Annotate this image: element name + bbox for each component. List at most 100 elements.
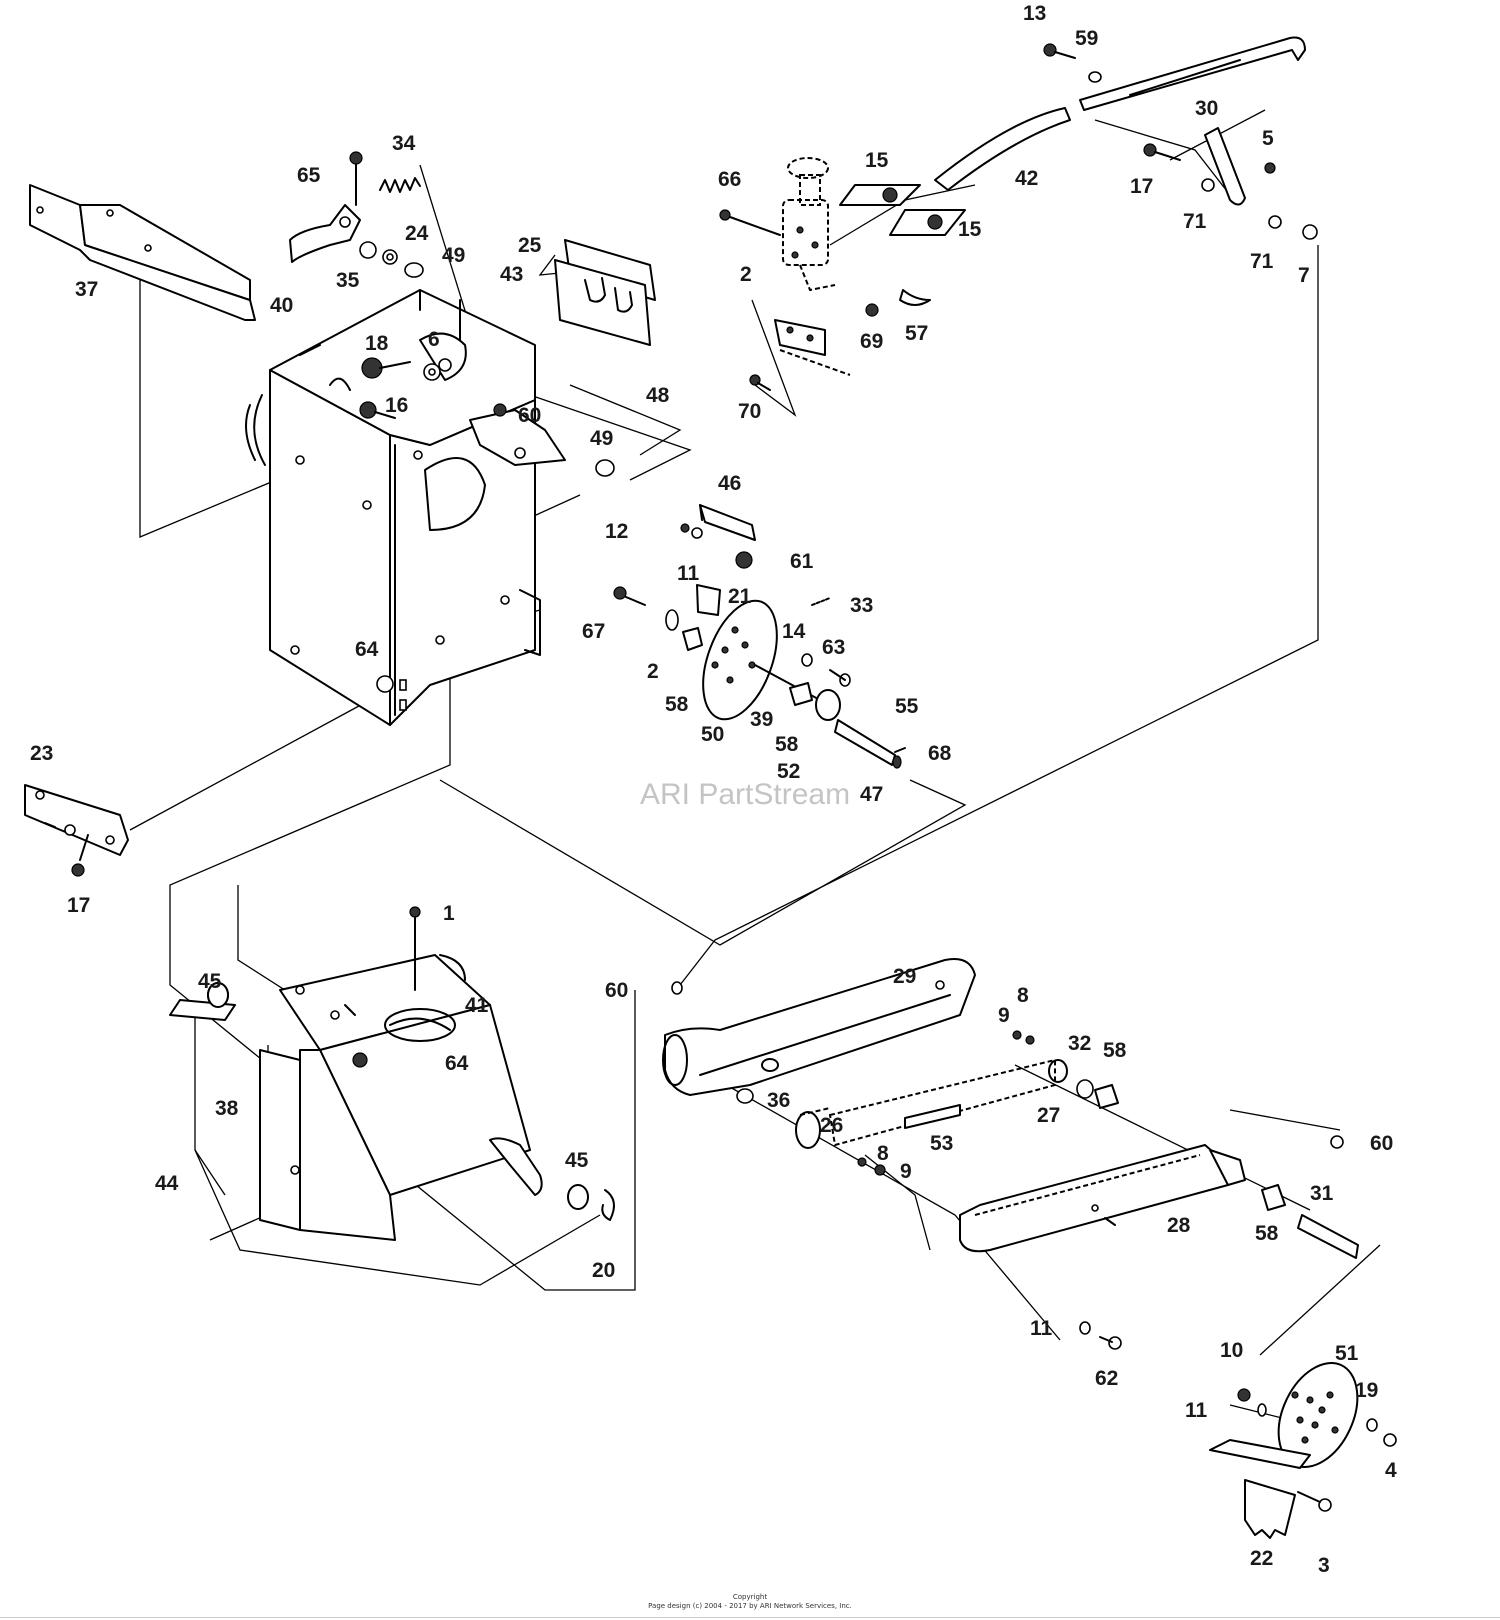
callout: 65 bbox=[297, 164, 321, 187]
washer-71-a bbox=[1201, 178, 1215, 192]
knob-61 bbox=[735, 551, 753, 569]
callout: 3 bbox=[1318, 1554, 1330, 1577]
spacer-58-b bbox=[789, 682, 813, 706]
callout: 20 bbox=[592, 1259, 615, 1282]
callout: 9 bbox=[998, 1004, 1010, 1027]
washer-12-11 bbox=[680, 523, 703, 539]
pin-33 bbox=[811, 597, 831, 606]
link-30 bbox=[1204, 127, 1246, 206]
nut-60-right bbox=[1330, 1135, 1344, 1149]
callout: 44 bbox=[155, 1172, 179, 1195]
callout: 60 bbox=[518, 404, 541, 427]
bolt-62 bbox=[1099, 1336, 1122, 1350]
sprocket-27 bbox=[1048, 1059, 1068, 1083]
callout: 70 bbox=[738, 400, 761, 423]
callout: 28 bbox=[1167, 1214, 1191, 1237]
callout: 58 bbox=[1103, 1039, 1127, 1062]
blade-22 bbox=[1209, 1439, 1311, 1539]
guide-lines bbox=[129, 109, 1381, 1456]
callout: 27 bbox=[1037, 1104, 1060, 1127]
callout: 64 bbox=[445, 1052, 469, 1075]
bolt-17-top bbox=[1143, 143, 1181, 161]
nut-10 bbox=[1237, 1388, 1251, 1402]
bushing-15-b bbox=[889, 209, 966, 236]
washer-19 bbox=[1366, 1418, 1378, 1432]
callout: 30 bbox=[1195, 97, 1218, 120]
callout: 71 bbox=[1183, 210, 1207, 233]
callout: 68 bbox=[928, 742, 952, 765]
bolt-67 bbox=[613, 586, 646, 606]
lever-40 bbox=[289, 204, 361, 263]
callout: 12 bbox=[605, 520, 628, 543]
copyright-label: Copyright bbox=[732, 1593, 768, 1601]
callout: 67 bbox=[582, 620, 605, 643]
plate-43 bbox=[554, 259, 651, 346]
shaft-31 bbox=[1297, 1214, 1359, 1259]
callout: 11 bbox=[1185, 1399, 1208, 1422]
callout: 24 bbox=[405, 222, 429, 245]
callout: 45 bbox=[565, 1149, 589, 1172]
chute-41 bbox=[279, 954, 531, 1241]
callout: 35 bbox=[336, 269, 360, 292]
callout: 2 bbox=[740, 263, 752, 286]
washer-8-9-low bbox=[857, 1157, 886, 1176]
callout: 15 bbox=[865, 149, 889, 172]
spacer-58-c bbox=[1094, 1084, 1119, 1109]
callout: 10 bbox=[1220, 1339, 1243, 1362]
callout: 36 bbox=[767, 1089, 790, 1112]
chaincase-29 bbox=[662, 958, 976, 1096]
nut-60-left bbox=[671, 981, 683, 995]
callout: 43 bbox=[500, 263, 523, 286]
callout: 42 bbox=[1015, 167, 1038, 190]
callout: 2 bbox=[647, 660, 659, 683]
washer-32 bbox=[1076, 1079, 1094, 1099]
callout: 38 bbox=[215, 1097, 239, 1120]
callout: 48 bbox=[646, 384, 670, 407]
main-housing bbox=[245, 289, 566, 726]
callout: 33 bbox=[850, 594, 873, 617]
handle-42 bbox=[934, 107, 1071, 191]
callout: 8 bbox=[1017, 984, 1029, 1007]
callout: 9 bbox=[900, 1160, 912, 1183]
spacer-58-d bbox=[1261, 1184, 1286, 1211]
callout: 8 bbox=[877, 1142, 889, 1165]
callout: 5 bbox=[1262, 127, 1274, 150]
pin-68 bbox=[894, 747, 906, 753]
bolt-3 bbox=[1297, 1491, 1332, 1512]
callout: 40 bbox=[270, 294, 293, 317]
watermark: ARI PartStream bbox=[640, 778, 850, 811]
callout: 69 bbox=[860, 330, 883, 353]
callout: 50 bbox=[701, 723, 724, 746]
callout: 45 bbox=[198, 970, 222, 993]
bushing-45-right bbox=[567, 1184, 589, 1210]
callout: 60 bbox=[605, 979, 628, 1002]
callout: 17 bbox=[67, 894, 90, 917]
callout: 4 bbox=[1385, 1459, 1397, 1482]
page-design-credit: Page design (c) 2004 - 2017 by ARI Netwo… bbox=[648, 1602, 852, 1610]
callout: 59 bbox=[1075, 27, 1098, 50]
callout: 26 bbox=[820, 1114, 843, 1137]
bushing-15-a bbox=[839, 184, 921, 206]
bracket-21 bbox=[696, 584, 721, 616]
washer-36 bbox=[736, 1088, 754, 1104]
bolt-13 bbox=[1043, 43, 1076, 59]
callout: 17 bbox=[1130, 175, 1153, 198]
bolt-18 bbox=[361, 357, 411, 379]
callout: 16 bbox=[385, 394, 408, 417]
callout: 49 bbox=[442, 244, 465, 267]
callout: 61 bbox=[790, 550, 814, 573]
callout: 63 bbox=[822, 636, 845, 659]
callout: 23 bbox=[30, 742, 53, 765]
callout: 22 bbox=[1250, 1547, 1273, 1570]
nut-64-chute bbox=[352, 1052, 368, 1068]
bolt-16 bbox=[359, 401, 396, 419]
washer-6 bbox=[423, 363, 441, 381]
shaft-47 bbox=[834, 719, 902, 769]
spring-34 bbox=[379, 177, 421, 193]
callout: 11 bbox=[1030, 1317, 1053, 1340]
nut-69 bbox=[865, 303, 879, 317]
callout: 66 bbox=[718, 168, 741, 191]
callout-labels: 13 59 30 5 42 17 71 71 7 15 15 66 2 69 5… bbox=[30, 2, 1397, 1577]
washer-71-b bbox=[1268, 215, 1282, 229]
